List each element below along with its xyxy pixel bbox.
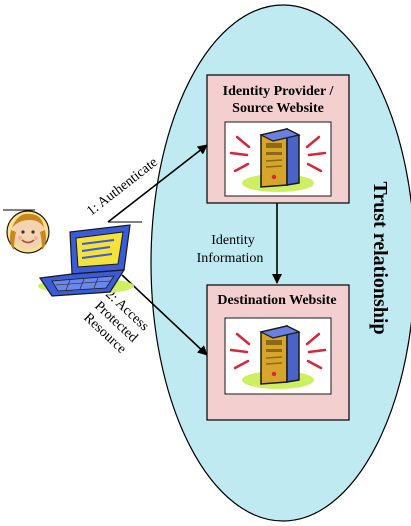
server-icon [224,121,332,197]
destination-website-title: Destination Website [217,293,336,308]
identity-information-label-line1: Identity [211,233,255,248]
identity-provider-box: Identity Provider / Source Website [206,74,350,204]
access-resource-arrow [121,274,208,356]
authenticate-arrow [107,144,208,223]
laptop-icon [38,224,134,297]
identity-information-label-line2: Information [197,251,264,266]
identity-provider-title-line1: Identity Provider / [223,84,335,99]
server-icon [224,317,332,395]
authenticate-label: 1: Authenticate [84,155,160,219]
user-avatar-icon [6,210,50,254]
destination-website-box: Destination Website [206,284,350,421]
identity-provider-title-line2: Source Website [232,101,324,116]
trust-relationship-label: Trust relationship [369,181,391,334]
